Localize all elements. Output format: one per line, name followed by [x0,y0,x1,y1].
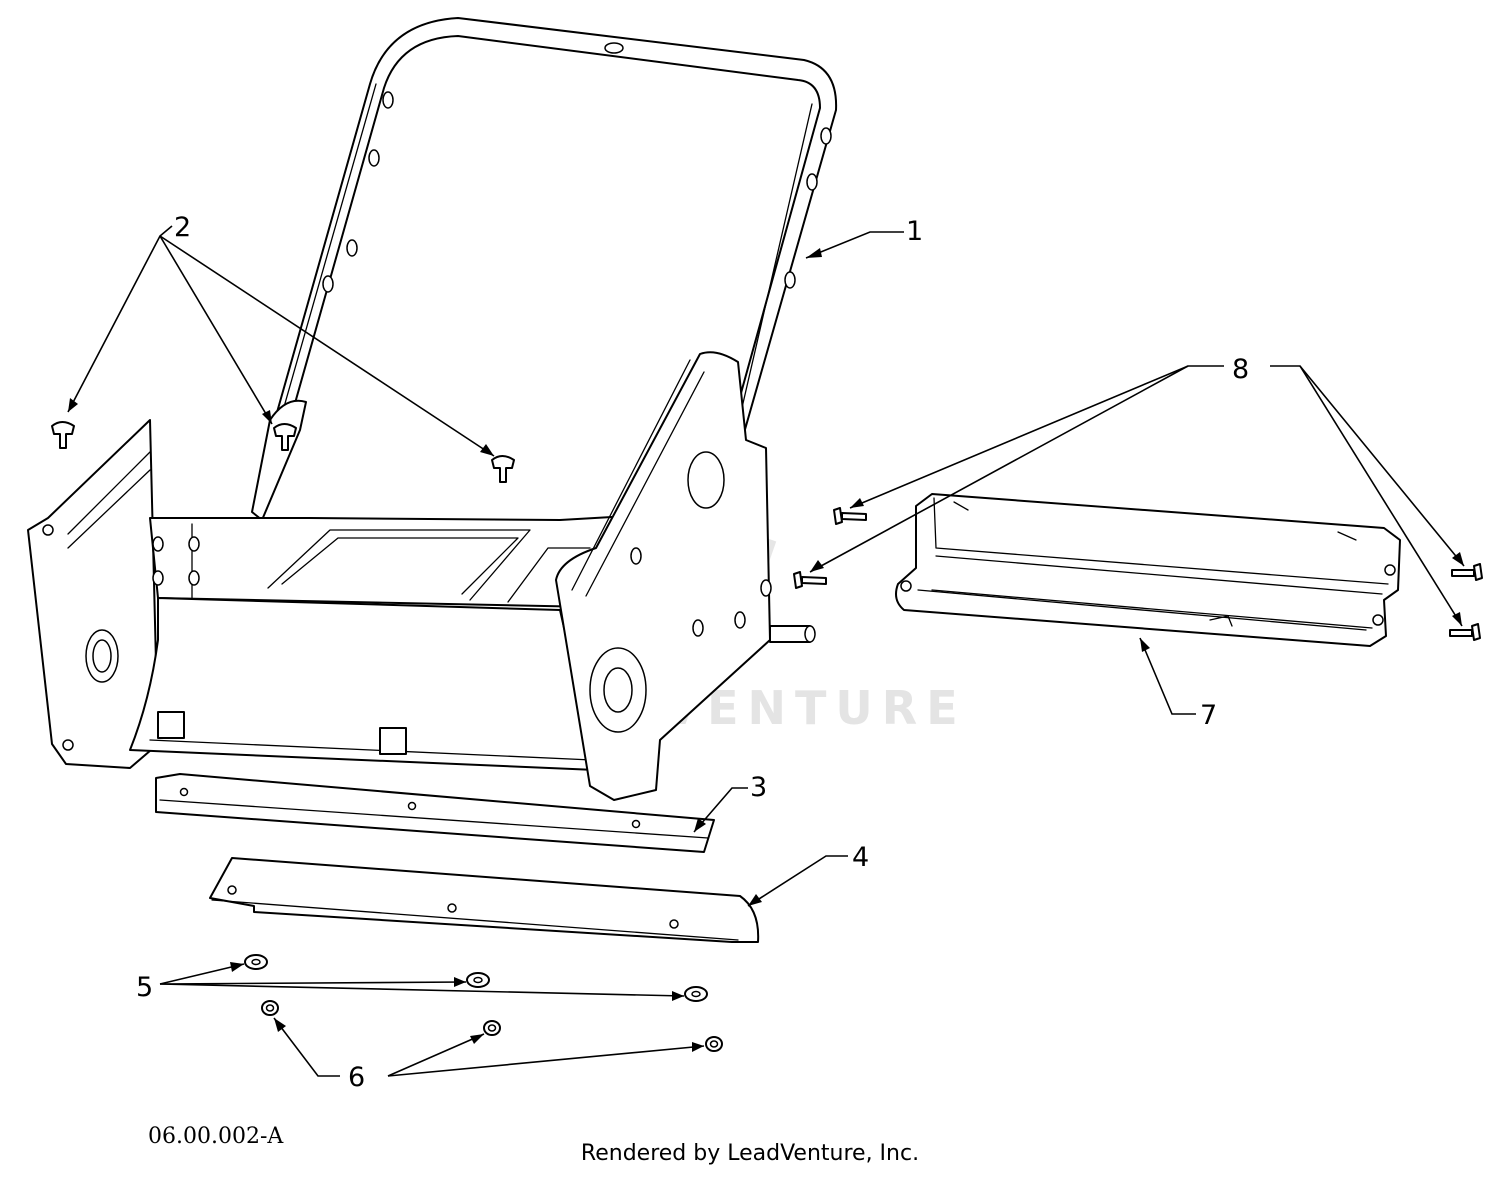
callout-1: 1 [906,216,923,247]
callout-5: 5 [136,972,153,1003]
scraper-bar[interactable] [155,773,715,853]
auger-housing[interactable] [27,351,816,801]
callout-labels: 1 2 3 4 5 6 7 8 [136,212,1249,1093]
render-credit: Rendered by LeadVenture, Inc. [580,1141,920,1166]
callout-4: 4 [852,842,869,873]
leader-lines [67,225,1465,1077]
shave-plate[interactable] [209,857,760,943]
washers[interactable] [244,954,708,1002]
cover-screws[interactable] [793,507,1483,641]
callout-7: 7 [1200,700,1217,731]
handle-bolts[interactable] [51,421,515,483]
callout-2: 2 [174,212,191,243]
callout-8: 8 [1232,354,1249,385]
nuts[interactable] [261,1000,723,1052]
callout-6: 6 [348,1062,365,1093]
drawing-number: 06.00.002-A [148,1124,284,1149]
rear-cover[interactable] [895,493,1401,647]
callout-3: 3 [750,772,767,803]
